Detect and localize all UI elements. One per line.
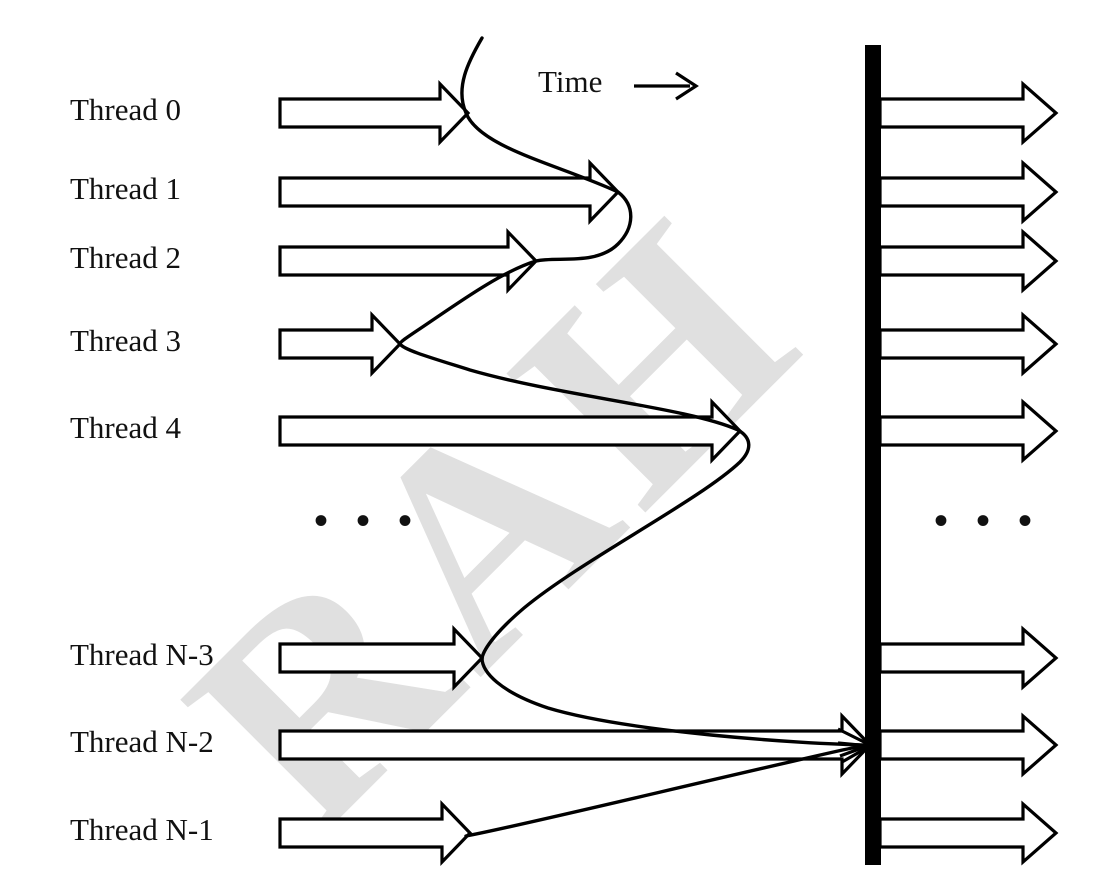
left-ellipsis: • • •	[314, 498, 421, 543]
thread-label-n-3: Thread N-3	[70, 637, 214, 672]
pre-arrow-thread-4	[278, 398, 743, 464]
thread-labels-group: Thread 0 Thread 1 Thread 2 Thread 3 Thre…	[70, 92, 214, 847]
post-arrow-thread-1	[878, 159, 1059, 225]
post-arrow-thread-n-3	[878, 625, 1059, 691]
post-barrier-arrows-group	[878, 80, 1059, 866]
synchronization-barrier	[865, 45, 881, 865]
thread-label-4: Thread 4	[70, 410, 182, 445]
thread-label-n-2: Thread N-2	[70, 724, 214, 759]
pre-arrow-thread-3	[278, 311, 403, 377]
thread-label-1: Thread 1	[70, 171, 181, 206]
pre-arrow-thread-0	[278, 80, 471, 146]
pre-arrow-thread-2	[278, 228, 539, 294]
thread-label-n-1: Thread N-1	[70, 812, 214, 847]
post-arrow-thread-0	[878, 80, 1059, 146]
barrier-join-arrowhead-lower	[837, 741, 876, 764]
thread-progress-curve-group	[398, 36, 876, 838]
thread-progress-curve	[398, 36, 870, 747]
post-arrow-thread-4	[878, 398, 1059, 464]
right-arrow-icon	[675, 71, 699, 101]
post-arrow-thread-3	[878, 311, 1059, 377]
thread-label-2: Thread 2	[70, 240, 181, 275]
time-axis-label: Time	[538, 64, 602, 99]
pre-arrow-thread-n-3	[278, 625, 485, 691]
post-arrow-thread-n-2	[878, 712, 1059, 778]
right-ellipsis: • • •	[934, 498, 1041, 543]
pre-arrow-thread-n-2	[278, 712, 873, 778]
thread-n-1-join-curve	[464, 743, 870, 838]
post-arrow-thread-n-1	[878, 800, 1059, 866]
thread-label-0: Thread 0	[70, 92, 181, 127]
time-axis-annotation: Time	[538, 64, 699, 101]
post-arrow-thread-2	[878, 228, 1059, 294]
pre-arrow-thread-n-1	[278, 800, 473, 866]
pre-arrow-thread-1	[278, 159, 621, 225]
thread-label-3: Thread 3	[70, 323, 181, 358]
pre-barrier-arrows-group	[278, 80, 873, 866]
